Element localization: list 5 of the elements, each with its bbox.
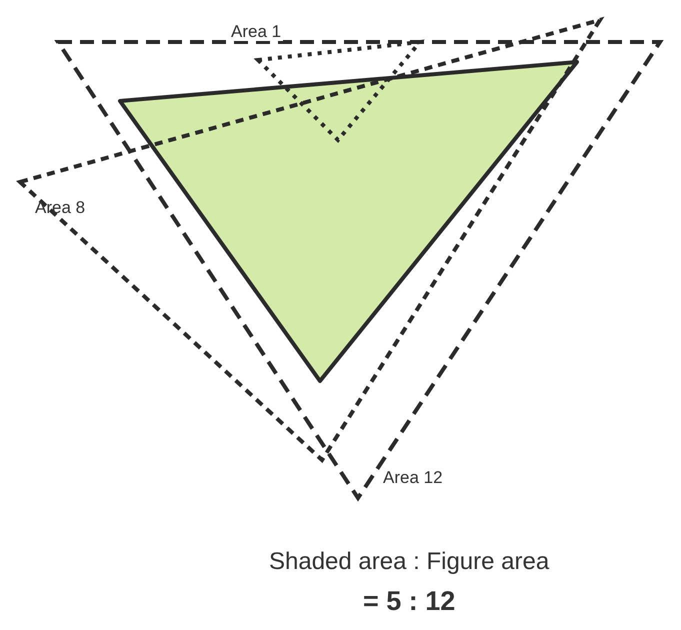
area-label: Area 1 <box>229 22 284 41</box>
area-label: Area 8 <box>35 199 86 216</box>
ratio-value: = 5 : 12 <box>363 588 456 615</box>
area-label: Area 12 <box>383 469 443 486</box>
ratio-text: Shaded area : Figure area <box>269 550 550 574</box>
